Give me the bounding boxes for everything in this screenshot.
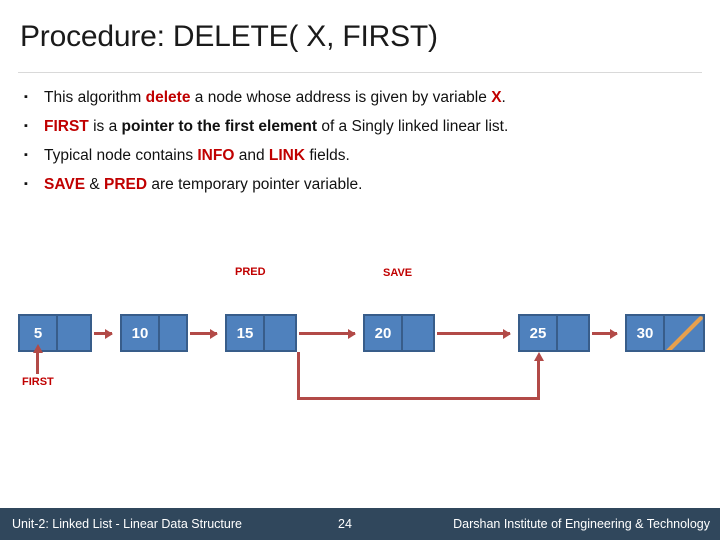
node-link-field bbox=[665, 316, 703, 350]
text-run: is a bbox=[88, 118, 122, 135]
bypass-horizontal-segment bbox=[297, 397, 540, 400]
node-info-field: 10 bbox=[122, 316, 160, 350]
bullet-text: FIRST is a pointer to the first element … bbox=[44, 113, 508, 140]
emphasis-run: INFO bbox=[197, 147, 235, 164]
list-node: 30 bbox=[625, 314, 705, 352]
node-link-field bbox=[403, 316, 433, 350]
bullet-square-icon: ▪ bbox=[24, 91, 28, 103]
list-node: 10 bbox=[120, 314, 188, 352]
list-node: 25 bbox=[518, 314, 590, 352]
bullet-item: ▪ SAVE & PRED are temporary pointer varia… bbox=[18, 171, 708, 200]
emphasis-run: pointer to the first element bbox=[121, 118, 318, 135]
emphasis-run: FIRST bbox=[44, 118, 89, 135]
text-run: are temporary pointer variable. bbox=[147, 176, 363, 193]
node-link-field bbox=[58, 316, 90, 350]
node-link-field bbox=[160, 316, 186, 350]
link-arrow bbox=[437, 332, 510, 335]
node-info-field: 15 bbox=[227, 316, 265, 350]
node-info-field: 30 bbox=[627, 316, 665, 350]
bypass-up-arrow bbox=[537, 360, 540, 400]
node-info-field: 20 bbox=[365, 316, 403, 350]
footer-institute-label: Darshan Institute of Engineering & Techn… bbox=[453, 517, 710, 531]
list-node: 20 bbox=[363, 314, 435, 352]
bullet-item: ▪ FIRST is a pointer to the first element… bbox=[18, 113, 708, 142]
text-run: and bbox=[234, 147, 269, 164]
pointer-label-pred: PRED bbox=[235, 266, 266, 278]
bullet-text: This algorithm delete a node whose addre… bbox=[44, 84, 506, 111]
list-node: 5 bbox=[18, 314, 92, 352]
pointer-arrow-first bbox=[36, 352, 39, 374]
footer-page-number: 24 bbox=[338, 517, 352, 531]
bullet-square-icon: ▪ bbox=[24, 120, 28, 132]
pointer-label-first: FIRST bbox=[22, 376, 54, 388]
emphasis-run: LINK bbox=[268, 147, 306, 164]
link-arrow bbox=[299, 332, 355, 335]
text-run: a node whose address is given by variabl… bbox=[190, 89, 492, 106]
text-run: . bbox=[501, 89, 506, 106]
bullet-item: ▪ Typical node contains INFO and LINK fie… bbox=[18, 142, 708, 171]
bypass-down-segment bbox=[297, 352, 300, 400]
node-link-field bbox=[558, 316, 588, 350]
bullet-list: ▪ This algorithm delete a node whose addr… bbox=[18, 84, 708, 200]
node-info-field: 25 bbox=[520, 316, 558, 350]
null-pointer-icon bbox=[666, 316, 703, 350]
slide-footer: Unit-2: Linked List - Linear Data Struct… bbox=[0, 508, 720, 540]
node-info-field: 5 bbox=[20, 316, 58, 350]
emphasis-run: PRED bbox=[104, 176, 148, 193]
list-node: 15 bbox=[225, 314, 297, 352]
bullet-square-icon: ▪ bbox=[24, 149, 28, 161]
bullet-item: ▪ This algorithm delete a node whose addr… bbox=[18, 84, 708, 113]
page-title: Procedure: DELETE( X, FIRST) bbox=[20, 20, 438, 53]
link-arrow bbox=[592, 332, 617, 335]
text-run: This algorithm bbox=[44, 89, 146, 106]
title-divider bbox=[18, 72, 702, 73]
bullet-text: SAVE & PRED are temporary pointer variab… bbox=[44, 171, 362, 198]
node-link-field bbox=[265, 316, 295, 350]
link-arrow bbox=[94, 332, 112, 335]
bullet-square-icon: ▪ bbox=[24, 178, 28, 190]
text-run: & bbox=[85, 176, 105, 193]
pointer-label-save: SAVE bbox=[383, 267, 413, 279]
bullet-text: Typical node contains INFO and LINK fiel… bbox=[44, 142, 350, 169]
link-arrow bbox=[190, 332, 217, 335]
footer-unit-label: Unit-2: Linked List - Linear Data Struct… bbox=[12, 517, 242, 531]
text-run: Typical node contains bbox=[44, 147, 198, 164]
text-run: of a Singly linked linear list. bbox=[317, 118, 509, 135]
emphasis-run: X bbox=[491, 89, 502, 106]
text-run: fields. bbox=[305, 147, 350, 164]
emphasis-run: SAVE bbox=[44, 176, 86, 193]
emphasis-run: delete bbox=[145, 89, 191, 106]
